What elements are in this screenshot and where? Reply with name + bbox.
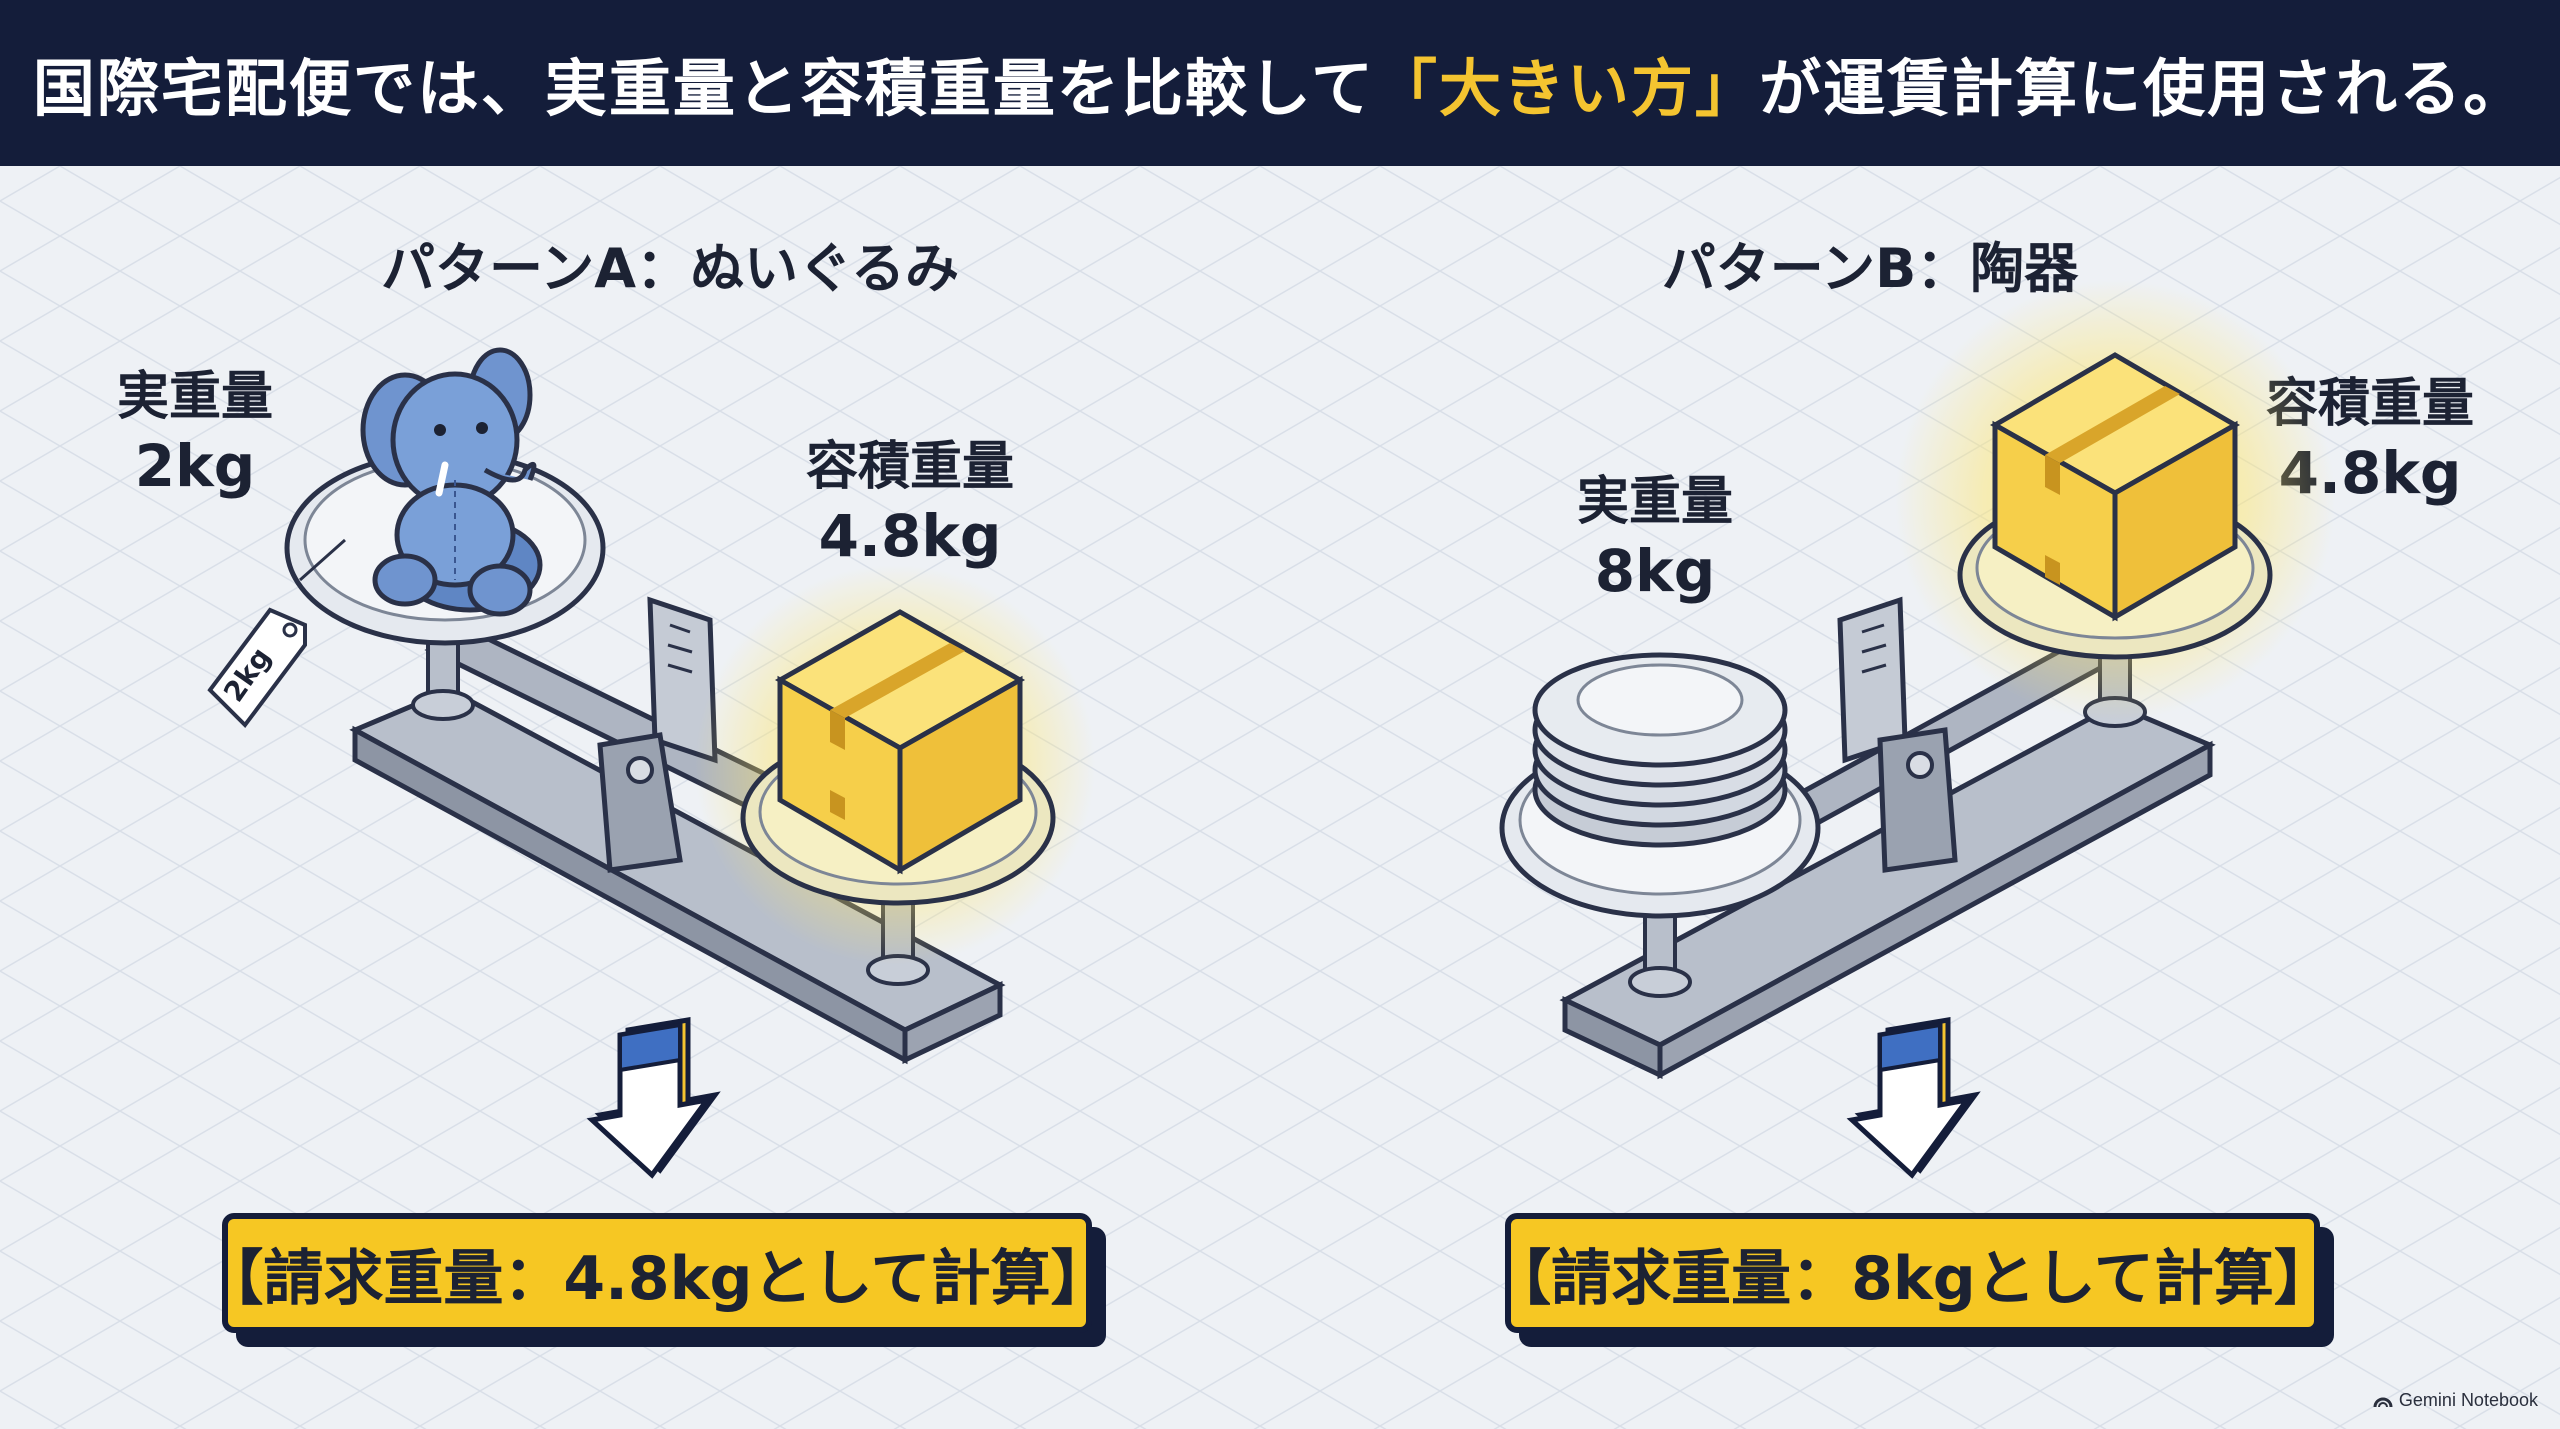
actual-weight-value: 8kg bbox=[1594, 537, 1716, 605]
down-arrow-icon bbox=[1846, 1017, 1981, 1179]
scale-base bbox=[1559, 702, 2216, 1080]
weight-tag: 2kg bbox=[207, 538, 346, 729]
title-highlight: 「大きい方」 bbox=[1375, 52, 1760, 125]
credit-text: Gemini Notebook bbox=[2398, 1390, 2538, 1410]
page-title: 国際宅配便では、実重量と容積重量を比較して「大きい方」が運賃計算に使用される。 bbox=[33, 38, 2527, 128]
pattern-b-actual-weight: 実重量 8kg bbox=[1555, 470, 1755, 608]
actual-weight-value: 2kg bbox=[134, 432, 256, 500]
pattern-b-result-box: 【請求重量：8kgとして計算】 bbox=[1491, 1213, 2334, 1333]
cardboard-box-icon bbox=[774, 609, 1026, 875]
pattern-a-title: パターンA：ぬいぐるみ bbox=[380, 237, 959, 300]
header-banner: 国際宅配便では、実重量と容積重量を比較して「大きい方」が運賃計算に使用される。 bbox=[0, 0, 2560, 166]
actual-weight-label: 実重量 bbox=[1576, 472, 1733, 532]
scale-pivot bbox=[1877, 727, 1958, 873]
down-arrow-icon bbox=[586, 1017, 721, 1179]
cardboard-box-icon bbox=[1989, 352, 2241, 622]
title-text-end: が運賃計算に使用される。 bbox=[1759, 52, 2528, 125]
notebook-logo-icon bbox=[2373, 1397, 2393, 1407]
pattern-a-result-box: 【請求重量：4.8kgとして計算】 bbox=[203, 1213, 1111, 1333]
volumetric-weight-value: 4.8kg bbox=[818, 502, 1002, 570]
plates-stack-icon bbox=[1532, 652, 1788, 848]
pattern-a-volumetric-weight: 容積重量 4.8kg bbox=[780, 435, 1040, 573]
volumetric-weight-label: 容積重量 bbox=[805, 437, 1014, 497]
pattern-b-title: パターンB：陶器 bbox=[1661, 237, 2079, 300]
actual-weight-label: 実重量 bbox=[116, 367, 273, 427]
scale-pivot bbox=[597, 732, 683, 873]
elephant-plush-icon bbox=[360, 347, 543, 617]
pattern-a-actual-weight: 実重量 2kg bbox=[100, 365, 290, 503]
title-text: 国際宅配便では、実重量と容積重量を比較して bbox=[32, 52, 1376, 125]
credit-watermark: Gemini Notebook bbox=[2373, 1390, 2538, 1411]
